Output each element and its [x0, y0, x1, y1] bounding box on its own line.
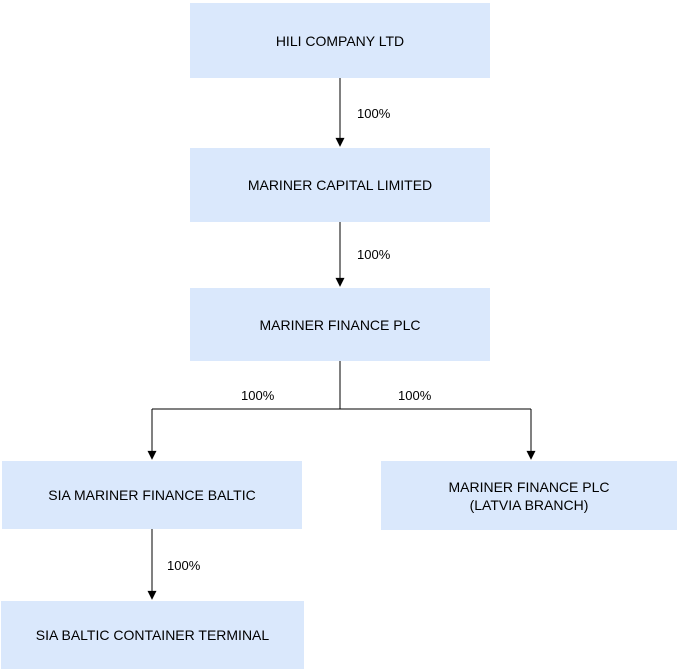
edge-label-mariner-finance-to-sia-baltic: 100%: [241, 388, 275, 403]
node-label-line1: MARINER FINANCE PLC: [448, 478, 610, 495]
node-mariner-finance-plc-latvia-branch: MARINER FINANCE PLC (LATVIA BRANCH): [381, 461, 677, 530]
edge-label-mariner-capital-to-mariner-finance: 100%: [357, 247, 391, 262]
edge-label-hili-to-mariner-capital: 100%: [357, 106, 391, 121]
node-label: MARINER CAPITAL LIMITED: [247, 177, 433, 193]
node-sia-baltic-container-terminal: SIA BALTIC CONTAINER TERMINAL: [1, 601, 304, 669]
node-label: SIA BALTIC CONTAINER TERMINAL: [35, 627, 270, 643]
edge-label-mariner-finance-to-latvia-branch: 100%: [398, 388, 432, 403]
node-sia-mariner-finance-baltic: SIA MARINER FINANCE BALTIC: [2, 461, 302, 529]
node-hili-company-ltd: HILI COMPANY LTD: [190, 3, 490, 78]
edge-label-sia-baltic-to-container-terminal: 100%: [167, 558, 201, 573]
node-label-line2: (LATVIA BRANCH): [469, 496, 589, 513]
node-label: SIA MARINER FINANCE BALTIC: [48, 487, 256, 503]
node-mariner-capital-limited: MARINER CAPITAL LIMITED: [190, 148, 490, 222]
node-label: MARINER FINANCE PLC: [259, 316, 421, 333]
node-label: HILI COMPANY LTD: [275, 32, 405, 49]
node-mariner-finance-plc: MARINER FINANCE PLC: [190, 288, 490, 361]
